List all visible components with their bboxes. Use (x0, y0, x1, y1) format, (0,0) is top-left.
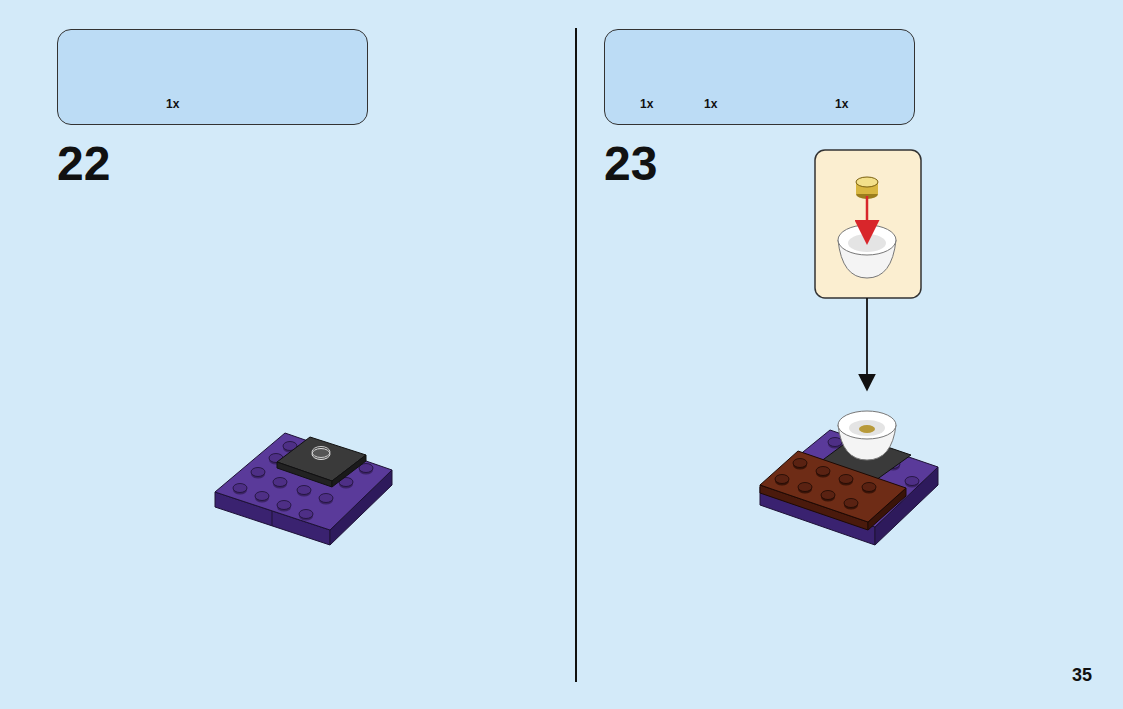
step-number: 22 (57, 136, 110, 191)
subassembly-callout (815, 150, 921, 388)
part-quantity: 1x (166, 97, 179, 111)
brown-purple-assembly (760, 411, 938, 545)
part-quantity: 1x (835, 97, 848, 111)
parts-box: 1x 1x 1x (604, 29, 915, 125)
part-quantity: 1x (640, 97, 653, 111)
parts-box: 1x (57, 29, 368, 125)
page-number: 35 (1072, 665, 1092, 686)
page-divider (575, 28, 577, 682)
part-quantity: 1x (704, 97, 717, 111)
purple-base-assembly (215, 433, 392, 545)
step-number: 23 (604, 136, 657, 191)
